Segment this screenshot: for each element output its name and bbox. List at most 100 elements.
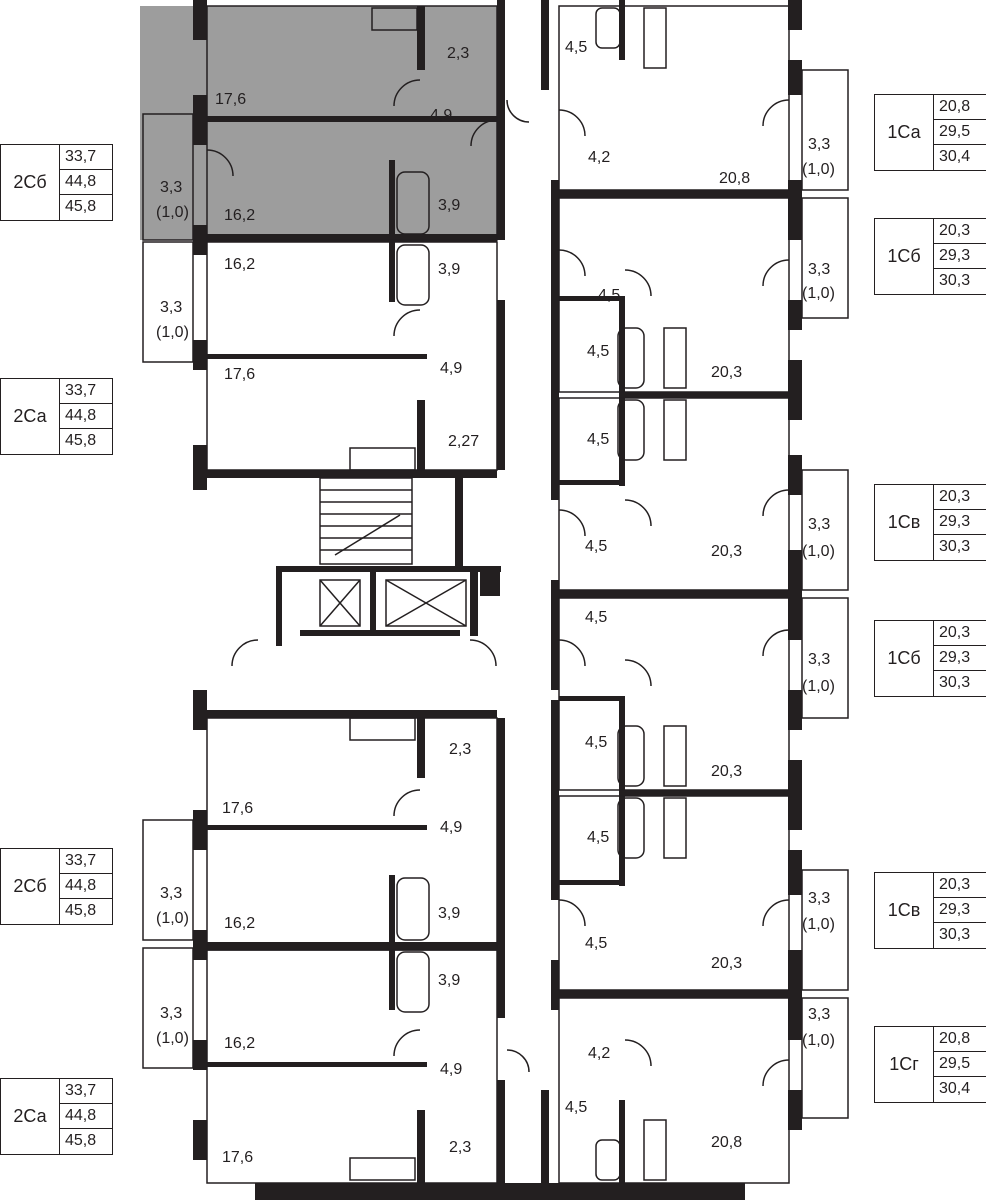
- apartment-tag: 1Са 20,8 29,5 30,4: [874, 94, 986, 171]
- room-label: 3,3: [808, 516, 830, 533]
- room-label: 20,8: [711, 1134, 742, 1151]
- apartment-area: 44,8: [60, 170, 112, 195]
- apartment-area: 33,7: [60, 145, 112, 170]
- apartment-area: 20,3: [934, 485, 986, 510]
- highlighted-balcony: [140, 114, 196, 240]
- room-label: 4,9: [430, 107, 452, 124]
- room-label: 4,5: [587, 431, 609, 448]
- apartment-area: 45,8: [65, 432, 97, 449]
- room-label: (1,0): [156, 204, 189, 221]
- room-label: 3,3: [160, 885, 182, 902]
- room-label: 17,6: [222, 800, 253, 817]
- apartment-area: 29,3: [934, 646, 986, 671]
- room-label: 3,3: [160, 179, 182, 196]
- room-label: 3,3: [808, 136, 830, 153]
- apartment-area: 45,8: [65, 902, 97, 919]
- apartment-tag: 2Са 33,7 44,8 45,8: [0, 1078, 113, 1155]
- room-label: 4,5: [565, 39, 587, 56]
- walls: [193, 0, 802, 1200]
- room-label: 4,2: [588, 149, 610, 166]
- apartment-code: 2Са: [1, 379, 60, 454]
- apartment-area: 30,3: [939, 272, 971, 289]
- room-labels: 17,6 4,9 2,3 3,3 (1,0) 16,2 3,9 16,2 3,9…: [156, 39, 835, 1166]
- room-label: 16,2: [224, 1035, 255, 1052]
- apartment-area: 29,5: [934, 120, 986, 145]
- room-label: 3,9: [438, 905, 460, 922]
- apartment-code: 1Св: [875, 873, 934, 948]
- room-label: 17,6: [222, 1149, 253, 1166]
- apartment-tag: 1Сб 20,3 29,3 30,3: [874, 218, 986, 295]
- room-label: 3,9: [438, 261, 460, 278]
- apartment-area: 33,7: [60, 379, 112, 404]
- apartment-area: 20,3: [934, 621, 986, 646]
- room-label: (1,0): [802, 678, 835, 695]
- room-label: 4,5: [598, 287, 620, 304]
- room-label: (1,0): [156, 324, 189, 341]
- apartment-code: 1Св: [875, 485, 934, 560]
- apartment-code: 2Са: [1, 1079, 60, 1154]
- room-label: (1,0): [802, 161, 835, 178]
- room-label: 20,3: [711, 543, 742, 560]
- room-label: (1,0): [156, 910, 189, 927]
- room-label: (1,0): [802, 543, 835, 560]
- room-label: 4,5: [585, 935, 607, 952]
- room-label: 3,9: [438, 197, 460, 214]
- room-label: 3,3: [160, 299, 182, 316]
- room-label: 2,3: [449, 1139, 471, 1156]
- apartment-area: 20,8: [934, 1027, 986, 1052]
- room-label: 4,9: [440, 819, 462, 836]
- apartment-tag: 2Са 33,7 44,8 45,8: [0, 378, 113, 455]
- room-label: (1,0): [156, 1030, 189, 1047]
- apartment-area: 29,5: [934, 1052, 986, 1077]
- apartment-code: 2Сб: [1, 145, 60, 220]
- apartment-area: 33,7: [60, 849, 112, 874]
- room-label: 20,3: [711, 364, 742, 381]
- apartment-area: 30,4: [939, 1080, 971, 1097]
- apartment-code: 1Сб: [875, 621, 934, 696]
- apartment-tag: 2Сб 33,7 44,8 45,8: [0, 144, 113, 221]
- apartment-area: 44,8: [60, 1104, 112, 1129]
- room-label: 16,2: [224, 207, 255, 224]
- apartment-code: 1Са: [875, 95, 934, 170]
- apartment-tag: 1Сб 20,3 29,3 30,3: [874, 620, 986, 697]
- apartment-area: 30,4: [939, 148, 971, 165]
- apartment-tag: 1Св 20,3 29,3 30,3: [874, 484, 986, 561]
- room-label: 4,5: [587, 343, 609, 360]
- room-label: 4,5: [587, 829, 609, 846]
- apartment-area: 29,3: [934, 898, 986, 923]
- room-label: 20,3: [711, 763, 742, 780]
- room-label: (1,0): [802, 285, 835, 302]
- room-label: 2,3: [447, 45, 469, 62]
- room-label: 3,9: [438, 972, 460, 989]
- apartment-tag: 2Сб 33,7 44,8 45,8: [0, 848, 113, 925]
- room-label: 4,9: [440, 360, 462, 377]
- partitions: [142, 5, 849, 1184]
- apartment-area: 29,3: [934, 244, 986, 269]
- room-label: 4,5: [585, 734, 607, 751]
- apartment-area: 44,8: [60, 404, 112, 429]
- room-label: 3,3: [808, 890, 830, 907]
- apartment-area: 20,3: [934, 873, 986, 898]
- room-label: 4,2: [588, 1045, 610, 1062]
- apartment-area: 33,7: [60, 1079, 112, 1104]
- apartment-area: 44,8: [60, 874, 112, 899]
- apartment-code: 1Сб: [875, 219, 934, 294]
- apartment-area: 20,3: [934, 219, 986, 244]
- room-label: 16,2: [224, 915, 255, 932]
- apartment-area: 30,3: [939, 926, 971, 943]
- apartment-tag: 1Сг 20,8 29,5 30,4: [874, 1026, 986, 1103]
- room-label: 3,3: [808, 651, 830, 668]
- room-label: 17,6: [215, 91, 246, 108]
- room-label: 4,9: [440, 1061, 462, 1078]
- room-label: 2,27: [448, 433, 479, 450]
- room-label: (1,0): [802, 1032, 835, 1049]
- room-label: 2,3: [449, 741, 471, 758]
- room-label: 20,3: [711, 955, 742, 972]
- room-label: 4,5: [565, 1099, 587, 1116]
- room-label: 20,8: [719, 170, 750, 187]
- room-label: 3,3: [808, 1006, 830, 1023]
- apartment-tag: 1Св 20,3 29,3 30,3: [874, 872, 986, 949]
- apartment-area: 45,8: [65, 1132, 97, 1149]
- apartment-area: 30,3: [939, 674, 971, 691]
